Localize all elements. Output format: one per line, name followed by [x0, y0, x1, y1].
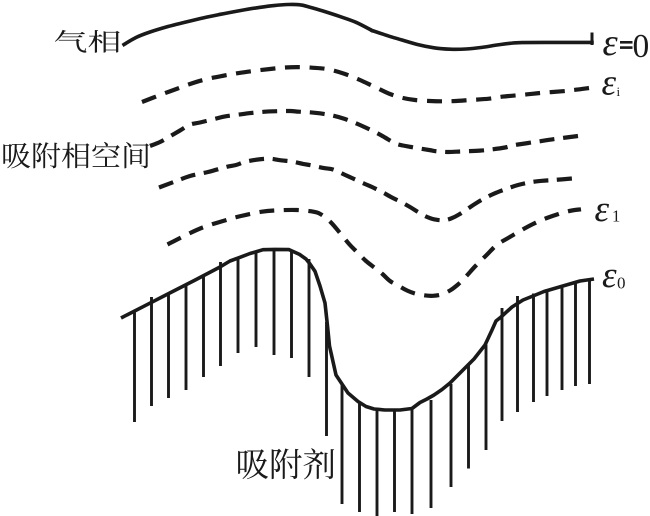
svg-text:0: 0	[633, 28, 650, 65]
svg-text:i: i	[617, 84, 621, 99]
svg-text:1: 1	[612, 207, 620, 226]
svg-text:ε: ε	[602, 63, 617, 104]
svg-text:ε: ε	[603, 22, 619, 64]
svg-text:ε: ε	[602, 255, 617, 296]
svg-text:ε: ε	[595, 189, 610, 230]
svg-text:0: 0	[617, 274, 626, 293]
